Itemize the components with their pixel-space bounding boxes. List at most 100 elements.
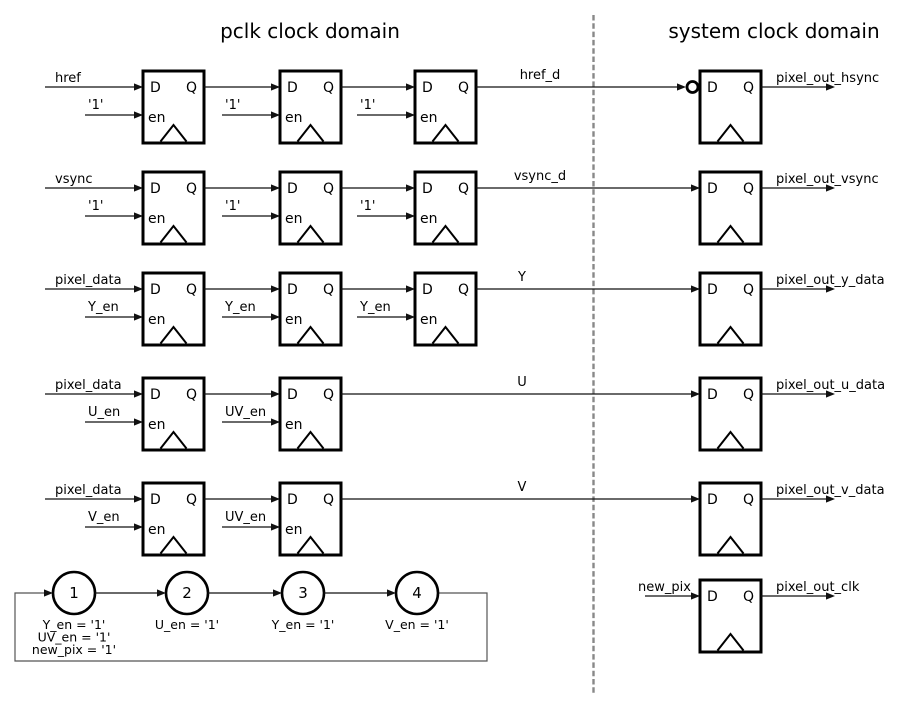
dff-d-label: D — [287, 282, 298, 298]
input-signal-label: href — [55, 71, 81, 86]
dff-q-label: Q — [458, 181, 469, 197]
clock-triangle-icon — [296, 535, 325, 555]
dff-d-label: D — [150, 181, 161, 197]
dff-q-label: Q — [323, 80, 334, 96]
dff-q-label: Q — [323, 492, 334, 508]
output-signal-label: pixel_out_v_data — [776, 483, 885, 498]
wire-q-to-d-arrowhead-icon — [271, 285, 280, 293]
dff-q-label: Q — [323, 282, 334, 298]
wire-input-row3-arrowhead-icon — [134, 285, 143, 293]
input-signal-label: pixel_data — [55, 378, 122, 393]
dff-d-label: D — [707, 387, 718, 403]
dff-q-label: Q — [743, 387, 754, 403]
output-signal-label: pixel_out_u_data — [776, 378, 885, 393]
dff-en-label: en — [148, 312, 166, 328]
wire-q-to-d-arrowhead-icon — [406, 83, 415, 91]
output-signal-label: pixel_out_hsync — [776, 71, 879, 86]
dff-body — [698, 170, 763, 246]
enable-signal-label: '1' — [88, 98, 103, 113]
state-circle — [394, 570, 440, 616]
wire-enable-arrowhead-icon — [271, 313, 280, 321]
enable-signal-label: '1' — [360, 98, 375, 113]
clock-triangle-icon — [431, 325, 460, 345]
dff-d-label: D — [422, 282, 433, 298]
state-number: 4 — [412, 584, 422, 602]
wire-enable-arrowhead-icon — [271, 418, 280, 426]
dff-d-label: D — [287, 387, 298, 403]
dff-q-label: Q — [743, 492, 754, 508]
dff-en-label: en — [148, 522, 166, 538]
input-signal-label: pixel_data — [55, 483, 122, 498]
state-number: 3 — [298, 584, 308, 602]
wire-new-pix-arrowhead-icon — [691, 592, 700, 600]
clock-triangle-icon — [716, 535, 745, 555]
enable-signal-label: V_en — [88, 510, 120, 525]
output-signal-label: pixel_out_clk — [776, 580, 860, 595]
dff-q-label: Q — [458, 282, 469, 298]
dff-en-label: en — [285, 211, 303, 227]
dff-en-label: en — [148, 211, 166, 227]
state-action-label: UV_en = '1' — [38, 630, 111, 645]
dff-d-label: D — [422, 80, 433, 96]
dff-d-label: D — [707, 80, 718, 96]
wire-q-to-d-arrowhead-icon — [406, 184, 415, 192]
cross-domain-signal-label: V — [518, 480, 527, 495]
clock-triangle-icon — [716, 430, 745, 450]
clock-triangle-icon — [159, 224, 188, 244]
dff-q-label: Q — [186, 80, 197, 96]
state-action-label: Y_en = '1' — [271, 617, 335, 632]
state-machine: 1Y_en = '1'UV_en = '1'new_pix = '1'2U_en… — [14, 570, 488, 662]
wire-enable-arrowhead-icon — [406, 313, 415, 321]
dff-q-label: Q — [186, 387, 197, 403]
cross-domain-signal-label: U — [517, 375, 527, 390]
dff-q-label: Q — [186, 492, 197, 508]
output-signal-label: pixel_out_y_data — [776, 273, 885, 288]
dff-q-label: Q — [186, 181, 197, 197]
dff-q-label: Q — [323, 181, 334, 197]
cross-domain-signal-label: Y — [517, 270, 526, 285]
enable-signal-label: '1' — [225, 199, 240, 214]
dff-d-label: D — [707, 181, 718, 197]
dff-q-label: Q — [743, 181, 754, 197]
wire-input-row1-arrowhead-icon — [134, 83, 143, 91]
enable-signal-label: U_en — [88, 405, 120, 420]
clock-triangle-icon — [159, 123, 188, 143]
enable-signal-label: Y_en — [359, 300, 391, 315]
wire-cross-domain-arrowhead-icon — [691, 495, 700, 503]
wire-q-to-d-arrowhead-icon — [271, 184, 280, 192]
dff-d-label: D — [287, 492, 298, 508]
clock-triangle-icon — [716, 632, 745, 652]
dff-en-label: en — [285, 110, 303, 126]
state-number: 1 — [69, 584, 79, 602]
dff-en-label: en — [285, 417, 303, 433]
dff-en-label: en — [148, 417, 166, 433]
wire-enable-arrowhead-icon — [271, 523, 280, 531]
wire-enable-arrowhead-icon — [134, 523, 143, 531]
state-action-label: Y_en = '1' — [42, 617, 106, 632]
wire-cross-domain-arrowhead-icon — [691, 390, 700, 398]
pclk-domain-title: pclk clock domain — [220, 19, 400, 43]
wire-output-arrowhead-icon — [826, 592, 835, 600]
clock-triangle-icon — [431, 224, 460, 244]
inverter-bubble-icon — [685, 80, 700, 94]
dff-d-label: D — [150, 492, 161, 508]
dff-body — [413, 170, 478, 246]
fsm-transition-arrowhead-icon — [157, 589, 166, 597]
wire-q-to-d-arrowhead-icon — [271, 390, 280, 398]
state-action-label: U_en = '1' — [155, 617, 219, 632]
wire-enable-arrowhead-icon — [271, 111, 280, 119]
enable-signal-label: UV_en — [225, 510, 266, 525]
enable-signal-label: Y_en — [87, 300, 119, 315]
wire-output-arrowhead-icon — [826, 495, 835, 503]
